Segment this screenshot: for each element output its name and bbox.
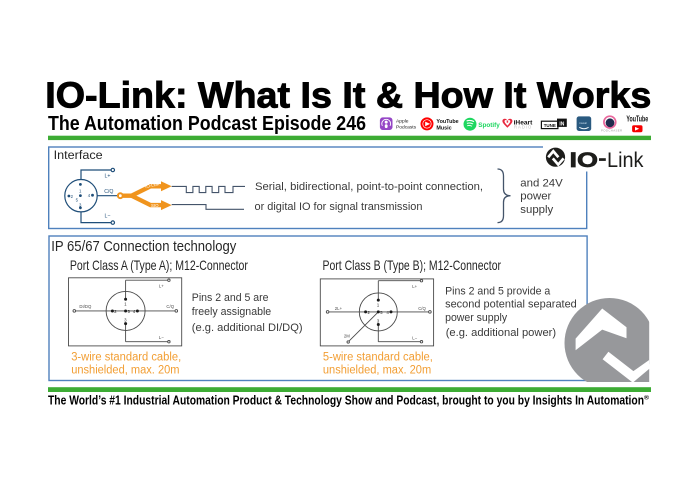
svg-text:IP 65/67 Connection technology: IP 65/67 Connection technology xyxy=(51,239,237,255)
svg-text:L+: L+ xyxy=(412,284,417,289)
svg-text:power: power xyxy=(520,191,551,203)
svg-text:unshielded, max. 20m: unshielded, max. 20m xyxy=(323,365,431,377)
svg-text:freely assignable: freely assignable xyxy=(192,306,271,318)
svg-text:2L+: 2L+ xyxy=(335,306,343,311)
svg-text:5-wire standard cable,: 5-wire standard cable, xyxy=(323,351,433,363)
svg-text:or digital IO for signal trans: or digital IO for signal transmission xyxy=(255,201,423,213)
svg-text:3: 3 xyxy=(79,202,82,207)
svg-text:5: 5 xyxy=(380,310,383,315)
svg-text:4: 4 xyxy=(88,193,91,198)
svg-text:power supply: power supply xyxy=(445,312,507,324)
svg-text:Podcasts: Podcasts xyxy=(396,125,417,131)
svg-text:IO-Link: IO-Link xyxy=(145,181,161,189)
svg-text:Apple: Apple xyxy=(396,119,409,125)
svg-text:RADIO: RADIO xyxy=(514,125,532,130)
svg-text:3: 3 xyxy=(124,317,127,322)
svg-text:The World’s #1 Industrial Auto: The World’s #1 Industrial Automation Pro… xyxy=(48,394,644,408)
svg-text:L+: L+ xyxy=(105,173,111,179)
svg-text:IO: IO xyxy=(570,149,599,172)
svg-text:(e.g. additional power): (e.g. additional power) xyxy=(446,327,557,339)
svg-text:supply: supply xyxy=(520,204,553,216)
svg-text:Link: Link xyxy=(607,149,644,172)
svg-text:Port Class A (Type A); M12-Con: Port Class A (Type A); M12-Connector xyxy=(70,258,248,273)
svg-text:2: 2 xyxy=(368,310,371,315)
svg-text:3: 3 xyxy=(377,318,380,323)
svg-text:5: 5 xyxy=(128,309,131,314)
svg-text:Interface: Interface xyxy=(54,148,103,162)
svg-text:Serial, bidirectional, point-t: Serial, bidirectional, point-to-point co… xyxy=(255,181,483,193)
svg-text:music: music xyxy=(579,121,588,125)
svg-text:YouTube: YouTube xyxy=(436,119,458,125)
svg-text:and 24V: and 24V xyxy=(520,177,563,189)
svg-text:L+: L+ xyxy=(159,283,164,288)
svg-text:C/Q: C/Q xyxy=(104,189,113,195)
svg-text:TUNE: TUNE xyxy=(544,123,556,128)
svg-text:PODCHASER: PODCHASER xyxy=(601,129,622,133)
svg-text:second potential separated: second potential separated xyxy=(445,299,577,311)
svg-text:Spotify: Spotify xyxy=(478,122,500,129)
svg-text:1: 1 xyxy=(124,302,127,307)
svg-text:2M: 2M xyxy=(344,334,350,339)
svg-text:®: ® xyxy=(644,394,649,402)
svg-text:1: 1 xyxy=(79,188,82,193)
svg-text:3-wire standard cable,: 3-wire standard cable, xyxy=(71,351,181,363)
svg-text:L−: L− xyxy=(105,214,111,220)
svg-text:Pins 2 and 5 are: Pins 2 and 5 are xyxy=(192,292,269,304)
svg-text:IN: IN xyxy=(559,122,564,128)
svg-text:2: 2 xyxy=(71,194,74,199)
svg-text:Pins 2 and 5 provide a: Pins 2 and 5 provide a xyxy=(445,286,551,298)
svg-text:C/Q: C/Q xyxy=(166,304,174,309)
svg-text:C/Q: C/Q xyxy=(418,306,426,311)
svg-text:YouTube: YouTube xyxy=(626,114,648,123)
svg-text:The Automation Podcast Episode: The Automation Podcast Episode 246 xyxy=(48,112,366,135)
svg-text:Port Class B (Type B); M12-Con: Port Class B (Type B); M12-Connector xyxy=(323,258,502,273)
svg-text:5: 5 xyxy=(76,198,79,203)
svg-text:4: 4 xyxy=(133,309,136,314)
svg-text:Music: Music xyxy=(436,125,451,131)
svg-text:L−: L− xyxy=(412,336,417,341)
svg-text:(e.g. additional DI/DQ): (e.g. additional DI/DQ) xyxy=(192,322,303,334)
svg-text:2: 2 xyxy=(114,309,117,314)
svg-text:iHeart: iHeart xyxy=(514,119,533,126)
svg-text:1: 1 xyxy=(377,303,380,308)
svg-text:IO-Link: What Is It & How It W: IO-Link: What Is It & How It Works xyxy=(45,75,651,116)
svg-text:4: 4 xyxy=(387,310,390,315)
svg-text:unshielded, max. 20m: unshielded, max. 20m xyxy=(71,365,179,377)
svg-text:L−: L− xyxy=(159,335,164,340)
svg-text:DI/DQ: DI/DQ xyxy=(79,304,92,309)
svg-text:SIO: SIO xyxy=(151,203,159,208)
